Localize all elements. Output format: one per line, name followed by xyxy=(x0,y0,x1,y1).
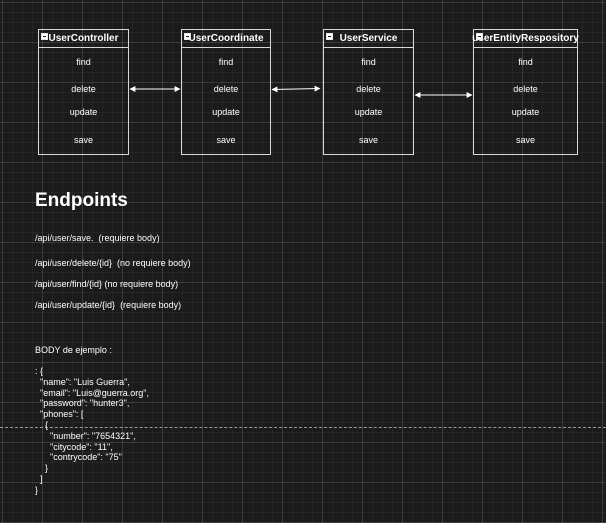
uml-method-find: find xyxy=(518,57,533,67)
endpoint-update: /api/user/update/{id} (requiere body) xyxy=(35,300,182,310)
uml-class-user-coordinate[interactable]: UserCoordinate find delete update save xyxy=(181,29,271,155)
uml-method-delete: delete xyxy=(71,84,96,94)
page-break-line xyxy=(0,427,606,428)
endpoint-find: /api/user/find/{id} (no requiere body) xyxy=(35,279,179,289)
body-example-label: BODY de ejemplo : xyxy=(35,345,112,355)
collapse-icon[interactable] xyxy=(476,33,483,40)
uml-class-user-controller[interactable]: UserController find delete update save xyxy=(38,29,129,155)
uml-class-title: UserService xyxy=(339,33,398,44)
endpoint-delete: /api/user/delete/{id} (no requiere body) xyxy=(35,258,191,268)
collapse-icon[interactable] xyxy=(184,33,191,40)
uml-method-find: find xyxy=(361,57,376,67)
uml-class-user-entity-repository[interactable]: userEntityRespository find delete update… xyxy=(472,29,579,155)
uml-class-header[interactable]: userEntityRespository xyxy=(472,30,579,48)
uml-method-find: find xyxy=(218,57,234,67)
collapse-icon[interactable] xyxy=(326,33,333,40)
uml-method-save: save xyxy=(358,135,378,145)
uml-class-user-service[interactable]: UserService find delete update save xyxy=(323,29,414,155)
uml-class-title: UserController xyxy=(48,33,119,44)
uml-method-update: update xyxy=(511,107,540,117)
uml-method-delete: delete xyxy=(213,84,239,94)
uml-class-header[interactable]: UserCoordinate xyxy=(182,30,270,48)
uml-method-delete: delete xyxy=(356,84,381,94)
uml-method-update: update xyxy=(212,107,240,117)
uml-method-save: save xyxy=(515,135,535,145)
body-example-json: : { "name": "Luis Guerra", "email": "Lui… xyxy=(35,366,149,495)
uml-method-delete: delete xyxy=(513,84,538,94)
uml-method-find: find xyxy=(76,57,91,67)
uml-class-title: UserCoordinate xyxy=(188,33,264,44)
collapse-icon[interactable] xyxy=(41,33,48,40)
connector-coordinate-service[interactable] xyxy=(271,85,321,93)
uml-class-title: userEntityRespository xyxy=(472,33,579,44)
uml-method-update: update xyxy=(69,107,98,117)
endpoint-save: /api/user/save. (requiere body) xyxy=(35,233,160,243)
uml-method-save: save xyxy=(73,135,93,145)
uml-class-header[interactable]: UserService xyxy=(324,30,413,48)
endpoints-heading: Endpoints xyxy=(35,190,128,211)
uml-method-update: update xyxy=(354,107,383,117)
uml-method-save: save xyxy=(216,135,236,145)
uml-class-header[interactable]: UserController xyxy=(39,30,128,48)
